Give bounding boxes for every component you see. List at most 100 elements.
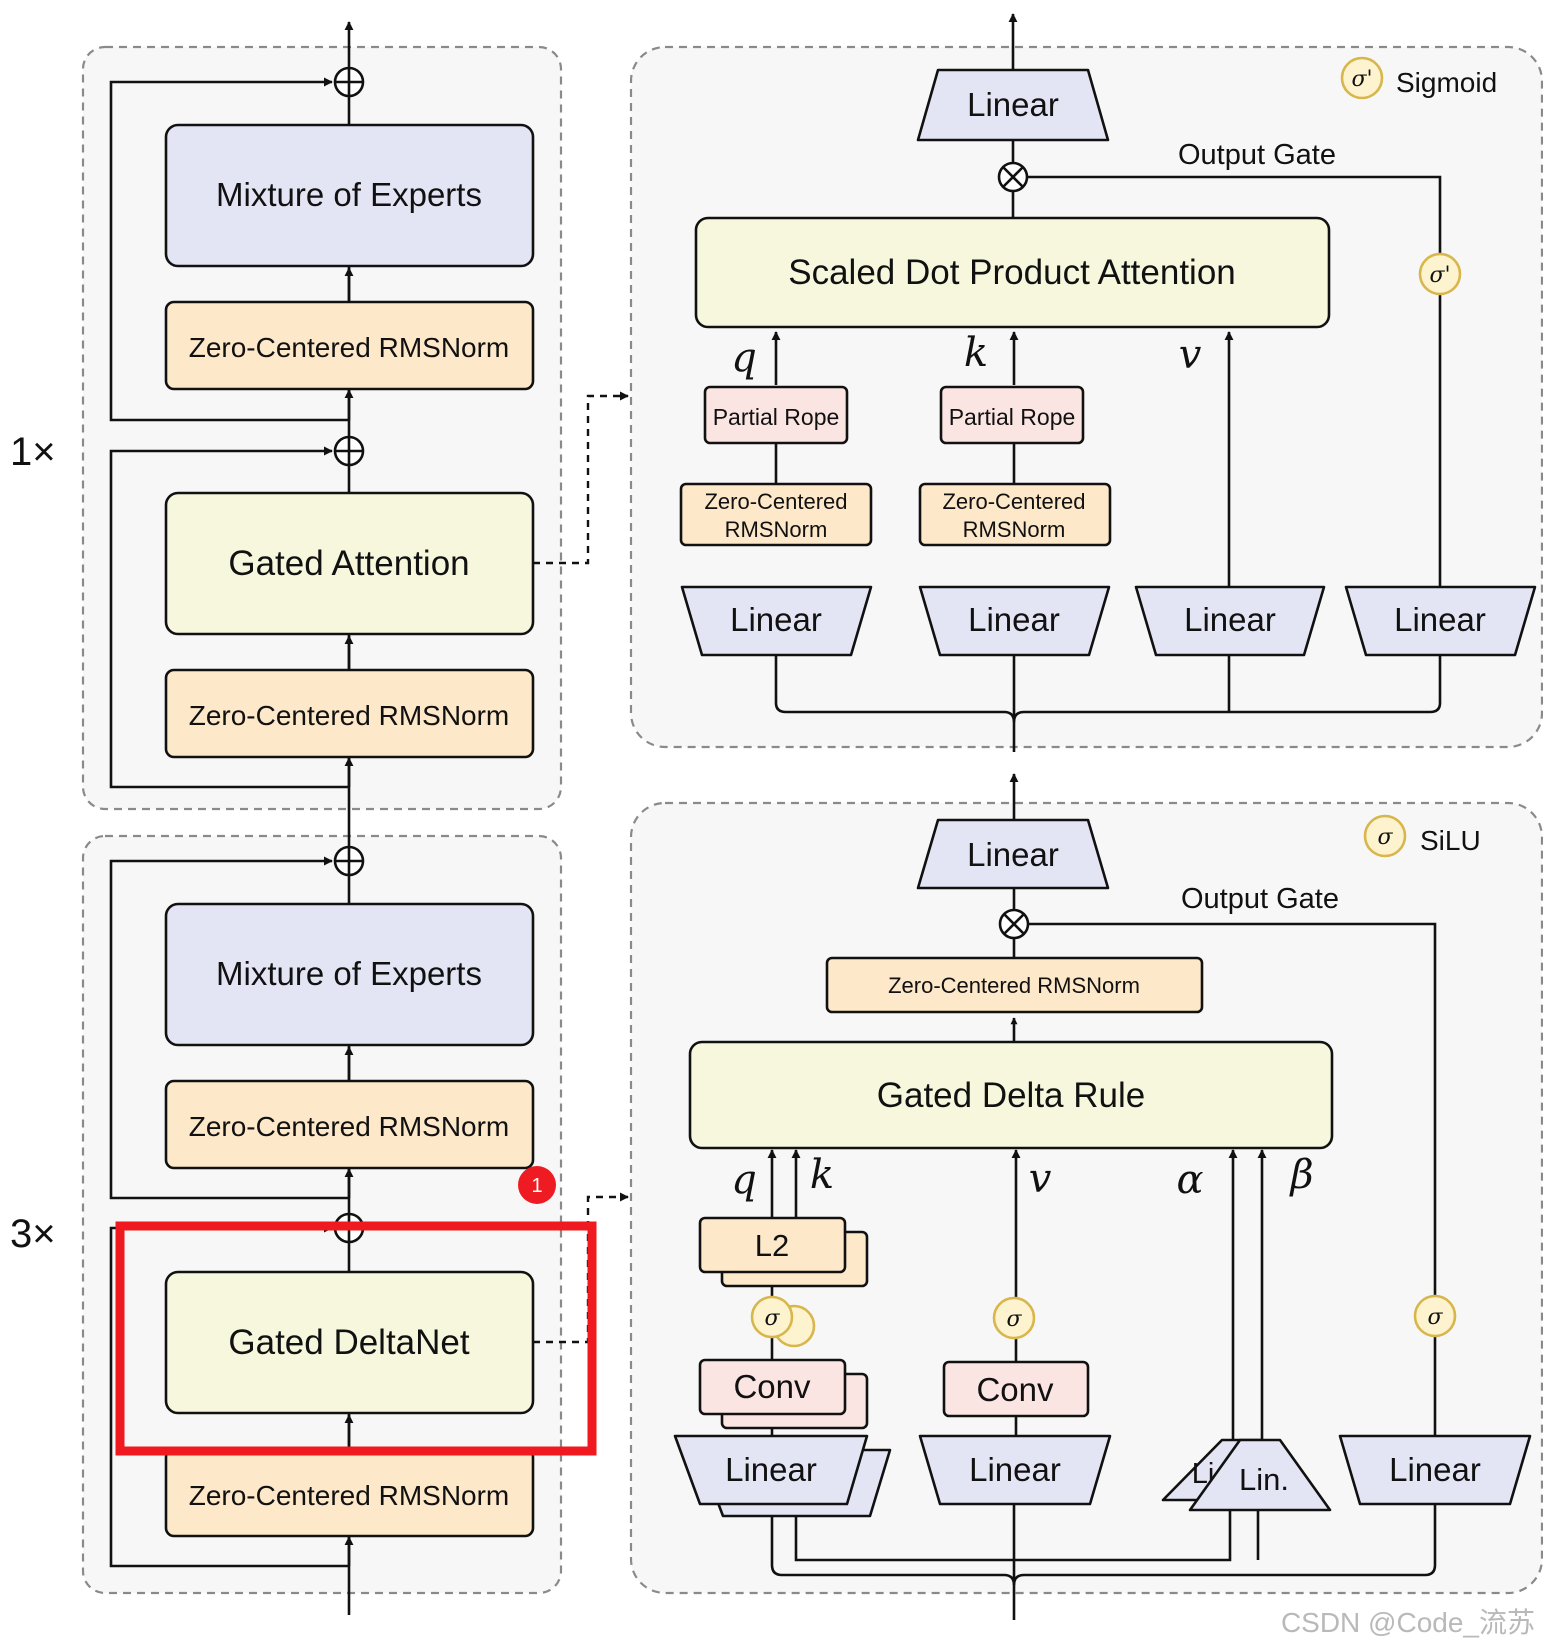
watermark: CSDN @Code_流苏 xyxy=(1281,1607,1535,1638)
linear-q-attn: Linear xyxy=(680,585,873,657)
sigmoid-legend-icon: σ' xyxy=(1351,67,1372,92)
norm-block-attn-bottom: Zero-Centered RMSNorm xyxy=(164,668,535,759)
highlight-box xyxy=(115,1221,597,1456)
gated-delta-rule-block: Gated Delta Rule xyxy=(688,1040,1334,1150)
linear-out-attn: Linear xyxy=(916,68,1110,142)
add-node-2 xyxy=(333,435,365,467)
silu-qk-icon: σ xyxy=(764,1306,780,1331)
input-bus-delta xyxy=(770,1505,1437,1586)
linear-gate-attn: Linear xyxy=(1344,585,1537,657)
silu-v: σ xyxy=(992,1296,1036,1340)
v-label-attn: v xyxy=(1179,332,1202,378)
norm-label-delta-detail: Zero-Centered RMSNorm xyxy=(888,973,1140,998)
qk-norm-q: Zero-Centered RMSNorm xyxy=(679,482,873,547)
moe-block-delta: Mixture of Experts xyxy=(164,902,535,1047)
norm-block-delta-top: Zero-Centered RMSNorm xyxy=(164,1079,535,1170)
partial-rope-k-label: Partial Rope xyxy=(949,404,1076,430)
multiplier-top: 1× xyxy=(10,430,56,474)
linear-out-delta-label: Linear xyxy=(967,836,1059,873)
silu-gate-icon: σ xyxy=(1427,1305,1443,1330)
gated-deltanet-label: Gated DeltaNet xyxy=(228,1323,470,1362)
badge-count: 1 xyxy=(531,1175,542,1197)
linear-gate-delta-label: Linear xyxy=(1389,1451,1481,1488)
qk-norm-q-line1: Zero-Centered xyxy=(704,489,847,514)
sigmoid-legend: σ' Sigmoid xyxy=(1340,56,1497,100)
qk-norm-k-line2: RMSNorm xyxy=(963,517,1066,542)
moe-block-attn: Mixture of Experts xyxy=(164,123,535,268)
gated-deltanet-block: Gated DeltaNet xyxy=(164,1270,535,1415)
residual-loop-attn-bottom xyxy=(109,446,349,789)
conv-qk-stack: Conv xyxy=(698,1358,869,1430)
l2-norm-stack: L2 xyxy=(698,1216,869,1288)
linear-out-delta: Linear xyxy=(916,818,1110,890)
norm-label-attn-bottom: Zero-Centered RMSNorm xyxy=(189,700,510,731)
lin-beta-label: Lin. xyxy=(1239,1462,1289,1497)
linear-qk-stack: Linear xyxy=(673,1434,892,1518)
linear-out-attn-label: Linear xyxy=(967,86,1059,123)
linear-q-attn-label: Linear xyxy=(730,601,822,638)
qk-norm-k: Zero-Centered RMSNorm xyxy=(918,482,1112,547)
connector-attn-detail xyxy=(533,391,629,565)
norm-label-attn-top: Zero-Centered RMSNorm xyxy=(189,332,510,363)
partial-rope-k: Partial Rope xyxy=(939,385,1085,445)
moe-label-attn: Mixture of Experts xyxy=(216,176,482,213)
gated-attention-block: Gated Attention xyxy=(164,491,535,636)
gated-attention-label: Gated Attention xyxy=(228,544,469,583)
k-label-attn: k xyxy=(964,330,988,376)
norm-block-delta-bottom: Zero-Centered RMSNorm xyxy=(164,1447,535,1538)
silu-qk-pair: σ xyxy=(750,1295,816,1348)
sdpa-label: Scaled Dot Product Attention xyxy=(788,253,1236,292)
linear-gate-attn-label: Linear xyxy=(1394,601,1486,638)
output-gate-label-attn: Output Gate xyxy=(1178,139,1336,171)
norm-block-attn-top: Zero-Centered RMSNorm xyxy=(164,300,535,391)
conv-v: Conv xyxy=(942,1360,1090,1418)
silu-legend-label: SiLU xyxy=(1420,825,1481,856)
add-node-1 xyxy=(333,66,365,98)
beta-label: β xyxy=(1288,1152,1313,1198)
partial-rope-q: Partial Rope xyxy=(703,385,849,445)
multiply-node-attn xyxy=(997,161,1029,193)
multiplier-bottom: 3× xyxy=(10,1212,56,1256)
linear-k-attn-label: Linear xyxy=(968,601,1060,638)
notification-badge: 1 xyxy=(518,1166,556,1204)
qk-norm-q-line2: RMSNorm xyxy=(725,517,828,542)
v-label-delta: v xyxy=(1029,1156,1052,1202)
gated-delta-rule-label: Gated Delta Rule xyxy=(877,1076,1145,1115)
silu-v-icon: σ xyxy=(1006,1307,1022,1332)
gate-sigmoid-attn: σ' xyxy=(1418,252,1462,296)
qk-norm-k-line1: Zero-Centered xyxy=(942,489,1085,514)
linear-qk-label: Linear xyxy=(725,1451,817,1488)
residual-loop-delta-top xyxy=(109,856,349,1200)
q-label-attn: q xyxy=(731,335,757,381)
conv-qk-label: Conv xyxy=(733,1368,811,1405)
linear-gate-delta: Linear xyxy=(1338,1434,1532,1506)
norm-label-delta-bottom: Zero-Centered RMSNorm xyxy=(189,1480,510,1511)
linear-v-attn: Linear xyxy=(1134,585,1326,657)
linear-v-delta: Linear xyxy=(918,1434,1112,1506)
partial-rope-q-label: Partial Rope xyxy=(713,404,840,430)
q-label-delta: q xyxy=(731,1157,757,1203)
linear-v-attn-label: Linear xyxy=(1184,601,1276,638)
connector-delta-detail xyxy=(533,1192,629,1344)
input-bus-attn xyxy=(774,655,1442,723)
silu-gate-delta: σ xyxy=(1413,1294,1457,1338)
linear-k-attn: Linear xyxy=(918,585,1111,657)
silu-legend-icon: σ xyxy=(1377,825,1393,850)
moe-label-delta: Mixture of Experts xyxy=(216,955,482,992)
conv-v-label: Conv xyxy=(976,1371,1054,1408)
linear-alpha-beta: Li Lin. xyxy=(1161,1438,1332,1512)
output-gate-label-delta: Output Gate xyxy=(1181,883,1339,915)
linear-v-delta-label: Linear xyxy=(969,1451,1061,1488)
add-node-3 xyxy=(333,845,365,877)
alpha-label: α xyxy=(1176,1157,1203,1203)
k-label-delta: k xyxy=(810,1152,834,1198)
sigmoid-legend-label: Sigmoid xyxy=(1396,67,1497,98)
l2-label: L2 xyxy=(755,1228,789,1263)
norm-label-delta-top: Zero-Centered RMSNorm xyxy=(189,1111,510,1142)
sdpa-block: Scaled Dot Product Attention xyxy=(694,216,1331,329)
gate-sigmoid-icon: σ' xyxy=(1429,263,1450,288)
silu-legend: σ SiLU xyxy=(1363,814,1481,858)
multiply-node-delta xyxy=(998,908,1030,940)
norm-block-delta-detail: Zero-Centered RMSNorm xyxy=(825,956,1204,1014)
